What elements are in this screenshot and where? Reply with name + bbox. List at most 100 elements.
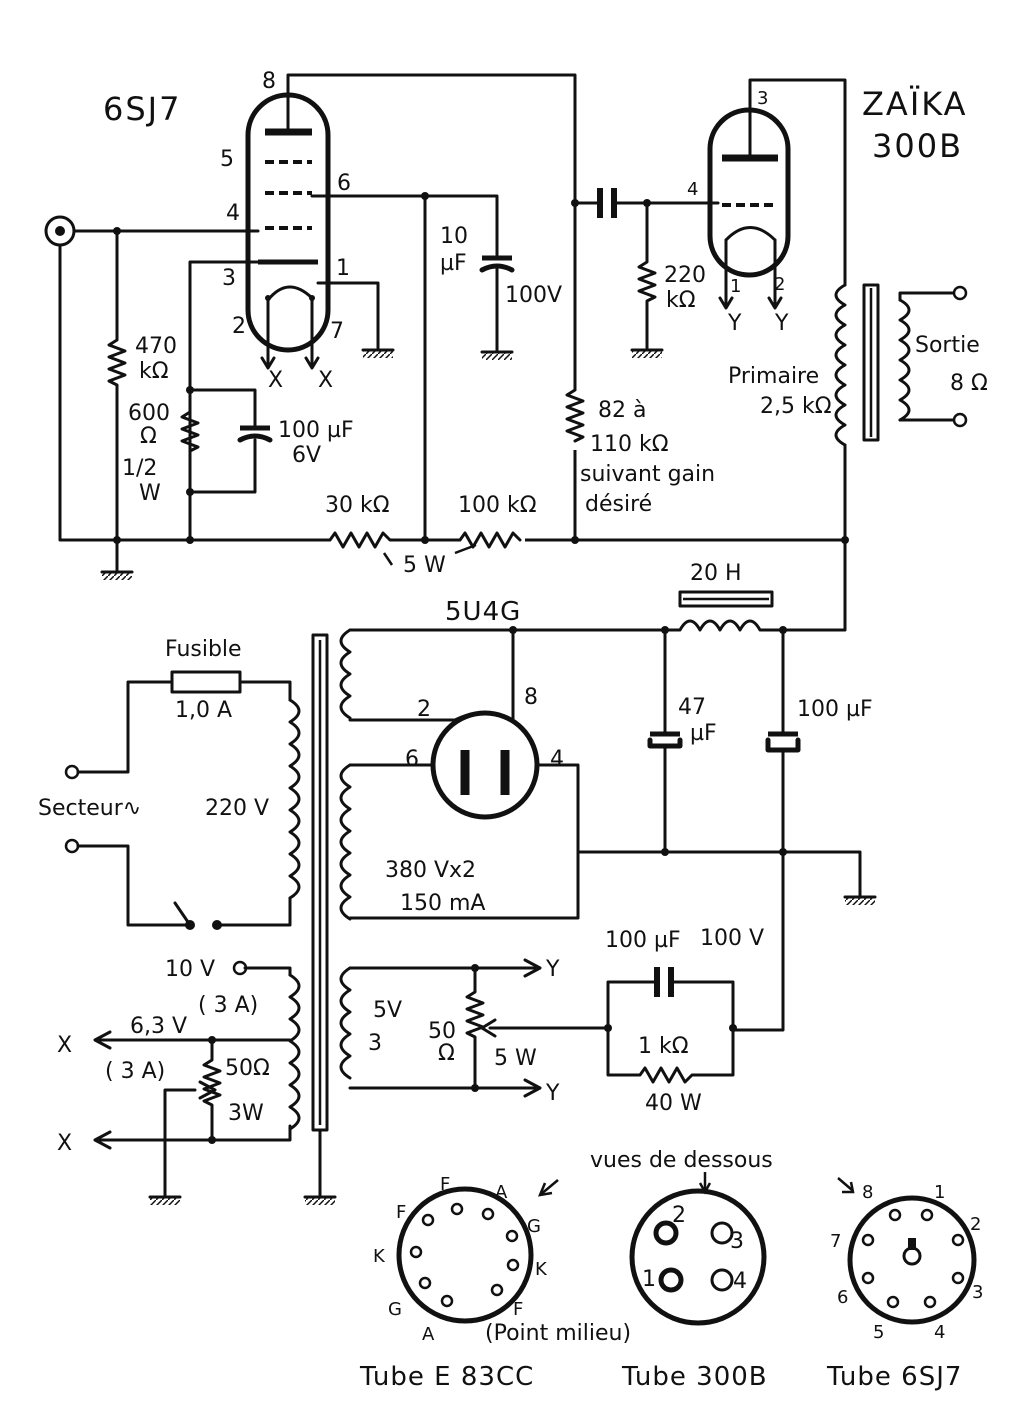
v5-pin: 3 [368,1031,382,1056]
r-220k [637,201,657,350]
e83cc-name: Tube E 83CC [359,1362,534,1392]
pin-label: 4 [226,201,240,226]
output-transformer [834,283,968,542]
pot-50-5w [465,966,485,1090]
e83-pin: F [513,1299,523,1320]
r50a-value: 50Ω [225,1056,270,1081]
c100-voltage: 6V [292,443,321,468]
pin-label: 2 [774,274,785,295]
r600-unit: Ω [140,424,157,449]
primaire-value: 2,5 kΩ [760,394,832,419]
pin-label: Y [727,311,742,336]
pot-50-3w [202,1038,222,1142]
hv-label: 150 mA [400,891,485,916]
r-1k-40w [606,1026,702,1084]
x-label: X [57,1033,72,1058]
r600-watt: W [139,481,161,506]
y-label: Y [545,1081,560,1106]
y-label: Y [545,957,560,982]
r1k-value: 1 kΩ [638,1034,689,1059]
label-6sj7: 6SJ7 [103,90,181,128]
r100k-value: 100 kΩ [458,493,537,518]
pin-label: 4 [687,179,698,200]
tube-300b [707,107,791,310]
s6-pin: 4 [934,1322,945,1343]
c10-voltage: 100V [505,283,562,308]
cb100-voltage: 100 V [700,926,764,951]
v220-label: 220 V [205,796,269,821]
pin-label: X [268,368,283,393]
fusible-value: 1,0 A [175,698,232,723]
screen-wire [310,194,499,257]
r1k-watt: 40 W [645,1091,702,1116]
r50b-unit: Ω [438,1041,455,1066]
e83-pin: F [440,1174,450,1195]
pin-label: 8 [524,685,538,710]
plate-wire-v1 [286,73,577,542]
sortie-label: Sortie [915,333,980,358]
r220-unit: kΩ [666,288,696,313]
s6-pin: 1 [934,1182,945,1203]
pin-label: 4 [550,747,564,772]
pin-label: 6 [405,747,419,772]
primaire-label: Primaire [728,364,819,389]
pin-label: 1 [336,256,350,281]
fusible-label: Fusible [165,637,242,662]
r-100k [458,531,522,549]
b300-pin: 3 [730,1229,744,1254]
tube-5u4g [430,710,540,820]
c100-value: 100 µF [278,418,354,443]
pin-label: 7 [330,319,344,344]
r-600 [180,410,200,453]
choke-label: 20 H [690,561,742,586]
ground-bus [58,243,847,542]
pin-label: 1 [730,276,741,297]
e83-pin: K [373,1246,386,1267]
tube-6sj7 [245,92,331,370]
b300-name: Tube 300B [621,1362,768,1392]
socket-e83cc [396,1186,534,1324]
e83-pin: G [388,1299,402,1320]
c100b-value: 100 µF [797,697,873,722]
b300-pin: 2 [672,1203,686,1228]
c47-value: 47 [678,695,706,720]
pin-label: X [318,368,333,393]
mains-switch[interactable] [173,901,192,927]
socket-6sj7 [847,1195,977,1325]
pin-label: 3 [222,266,236,291]
a3b-label: ( 3 A) [105,1059,165,1084]
c10-unit: µF [440,251,467,276]
s6-pin: 6 [837,1287,848,1308]
pin-label: 6 [337,171,351,196]
sortie-value: 8 Ω [950,371,988,396]
hv-label: 380 Vx2 [385,858,476,883]
label-zaika: ZAÏKA [862,85,968,123]
r82-text: 110 kΩ [590,432,669,457]
v63-label: 6,3 V [130,1014,187,1039]
r470-unit: kΩ [139,359,169,384]
r30-value: 30 kΩ [325,493,390,518]
r-30k [328,531,392,549]
a3a-label: ( 3 A) [198,993,258,1018]
s6-pin: 7 [830,1231,841,1252]
e83-pin: G [527,1216,541,1237]
e83-pin: A [422,1324,435,1345]
pin-label: 8 [262,69,276,94]
r600-watt: 1/2 [122,456,157,481]
v10-label: 10 V [165,957,215,982]
r50b-watt: 5 W [494,1046,537,1071]
x-label: X [57,1131,72,1156]
label-5u4g: 5U4G [445,597,521,627]
b300-pin: 1 [642,1267,656,1292]
v5-label: 5V [373,998,402,1023]
e83-pin: K [535,1259,548,1280]
pin-label: 2 [417,697,431,722]
e83-pin: A [495,1182,508,1203]
input-jack[interactable] [44,215,76,247]
r5w-value: 5 W [403,553,446,578]
pin-label: 5 [220,147,234,172]
b300-pin: 4 [733,1269,747,1294]
fuse [170,670,242,694]
r82-text: suivant gain [580,462,715,487]
s6-pin: 3 [972,1282,983,1303]
